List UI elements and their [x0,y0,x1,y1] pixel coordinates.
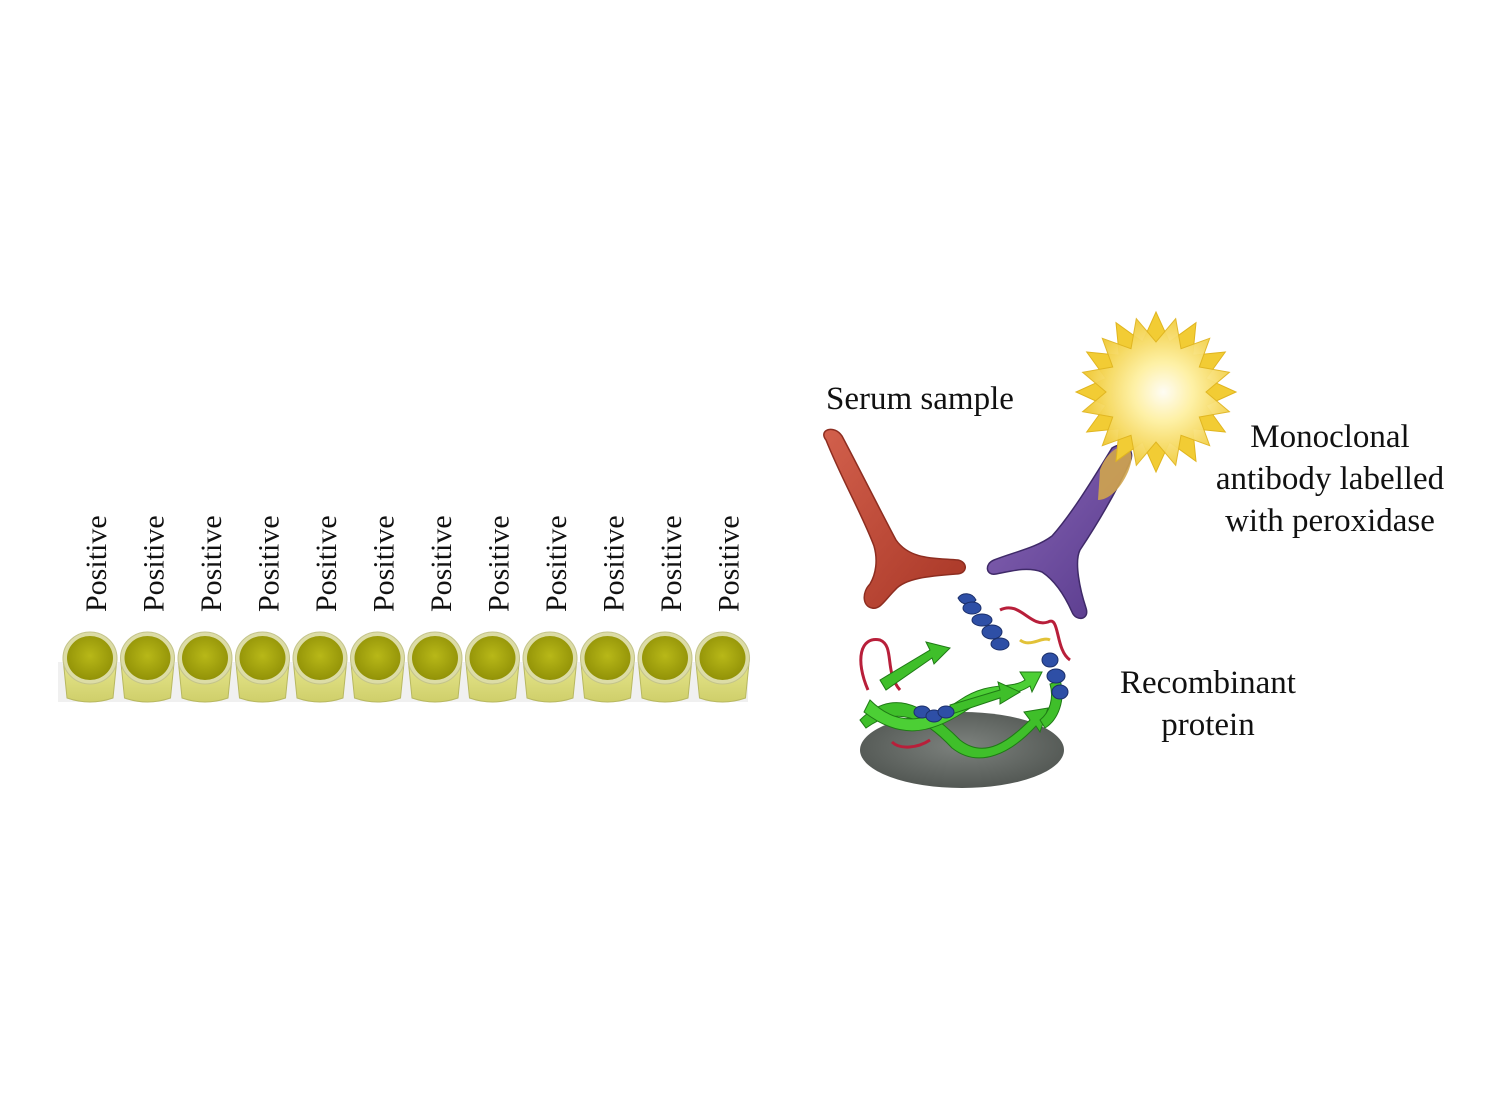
monoclonal-label-line-3: with peroxidase [1225,503,1435,539]
well: Positive [177,515,233,703]
well-liquid [239,636,286,680]
recombinant-protein [859,593,1071,759]
well-result-label: Positive [483,515,516,612]
serum-sample-label: Serum sample [826,381,1014,417]
well-liquid [412,636,458,680]
well: Positive [522,515,578,703]
well-result-label: Positive [540,515,573,612]
well-result-label: Positive [253,515,286,612]
well-liquid [469,636,516,680]
well-liquid [354,636,401,680]
recombinant-label-line-2: protein [1161,707,1255,743]
well-liquid [699,636,746,680]
well-result-label: Positive [195,515,228,612]
well: Positive [119,515,176,703]
peroxidase-star [1074,310,1238,474]
wells-group: Positive Positive Positive Positive Positive… [62,515,751,703]
well-result-label: Positive [368,515,401,612]
well-liquid [584,636,631,680]
well-result-label: Positive [138,515,171,612]
well-result-label: Positive [713,515,746,612]
well-liquid [527,636,573,680]
recombinant-protein-label: Recombinant protein [1098,662,1318,746]
well: Positive [464,515,521,703]
well: Positive [579,515,636,703]
monoclonal-label-line-1: Monoclonal [1250,419,1410,455]
star-layer [1081,317,1231,467]
well: Positive [694,515,751,703]
well-result-label: Positive [425,515,458,612]
well-result-label: Positive [598,515,631,612]
well: Positive [407,515,463,703]
well-result-label: Positive [310,515,343,612]
well: Positive [637,515,693,703]
well: Positive [292,515,348,703]
monoclonal-antibody-label: Monoclonal antibody labelled with peroxi… [1190,416,1470,542]
well-liquid [642,636,688,680]
well: Positive [349,515,406,703]
serum-antibody [823,428,966,609]
well: Positive [234,515,291,703]
well-liquid [182,636,228,680]
well-result-label: Positive [80,515,113,612]
well: Positive [62,515,118,703]
well-result-label: Positive [655,515,688,612]
well-strip: Positive Positive Positive Positive Positive… [58,515,751,703]
well-liquid [124,636,171,680]
monoclonal-antibody [986,444,1133,620]
well-liquid [297,636,343,680]
recombinant-label-line-1: Recombinant [1120,665,1296,701]
monoclonal-label-line-2: antibody labelled [1215,461,1445,497]
well-liquid [67,636,113,680]
